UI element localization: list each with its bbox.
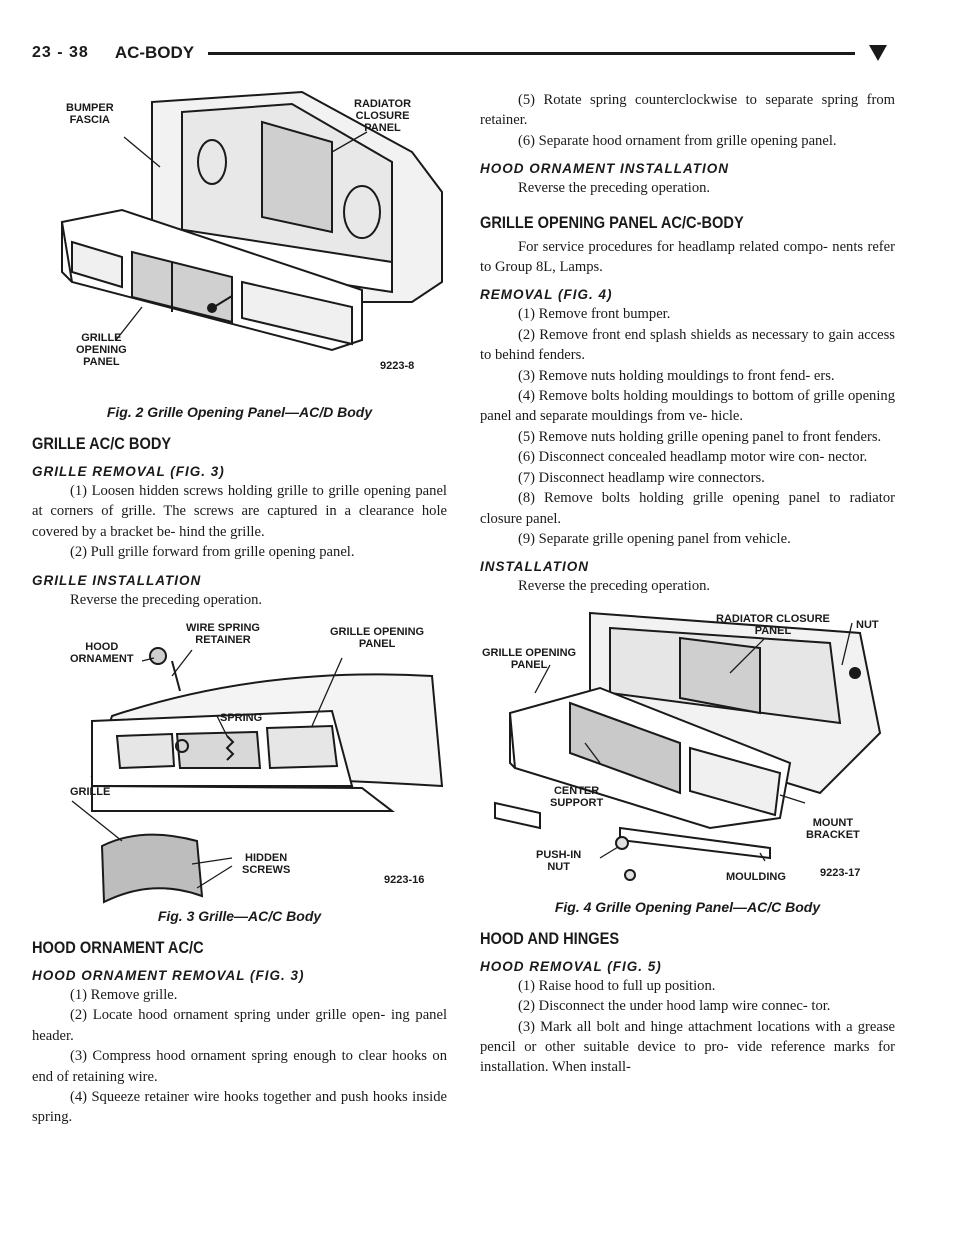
- hood-removal-step-3: (3) Mark all bolt and hinge attachment l…: [480, 1018, 895, 1076]
- fig3-illustration: [71, 647, 444, 904]
- grille-install-text: Reverse the preceding operation.: [70, 591, 263, 608]
- figure-4: RADIATOR CLOSURE PANEL NUT GRILLE OPENIN…: [480, 603, 895, 895]
- grille-label: GRILLE: [70, 786, 111, 799]
- chrysler-pentastar-icon: [869, 45, 887, 61]
- header-rule: [208, 51, 855, 55]
- grille-removal-step-1: (1) Loosen hidden screws holding grille …: [32, 483, 447, 540]
- wire-spring-retainer-label: WIRE SPRING RETAINER: [186, 622, 260, 647]
- installation-text: Reverse the preceding operation.: [518, 578, 711, 595]
- grille-opening-panel-label: GRILLE OPENING PANEL: [330, 626, 425, 651]
- grille-opening-panel-intro: For service procedures for headlamp rela…: [480, 238, 895, 276]
- spring-label: SPRING: [220, 712, 263, 725]
- removal-step-9: (9) Separate grille opening panel from v…: [518, 530, 791, 547]
- mount-bracket-label: MOUNT BRACKET: [806, 816, 860, 841]
- right-column: (5) Rotate spring counterclockwise to se…: [480, 90, 895, 1078]
- grille-removal-heading: GRILLE REMOVAL (FIG. 3): [32, 464, 225, 479]
- fig4-illustration: [494, 611, 882, 881]
- figure-3: HOOD ORNAMENT WIRE SPRING RETAINER GRILL…: [32, 616, 447, 904]
- figure-2: BUMPER FASCIA RADIATOR CLOSURE PANEL GRI…: [32, 82, 447, 400]
- installation-heading: INSTALLATION: [480, 559, 589, 575]
- hood-ornament-removal-step-2: (2) Locate hood ornament spring under gr…: [32, 1007, 447, 1044]
- hood-ornament-removal-step-4: (4) Squeeze retainer wire hooks together…: [32, 1089, 447, 1126]
- hood-removal-step-2: (2) Disconnect the under hood lamp wire …: [518, 998, 831, 1015]
- center-support-label: CENTER SUPPORT: [550, 784, 604, 809]
- removal-step-8: (8) Remove bolts holding grille opening …: [480, 490, 895, 527]
- hood-ornament-label: HOOD ORNAMENT: [70, 641, 134, 666]
- hood-removal-heading: HOOD REMOVAL (FIG. 5): [480, 958, 662, 974]
- removal-step-7: (7) Disconnect headlamp wire connectors.: [518, 469, 765, 486]
- fig2-illustration: [60, 90, 443, 352]
- section-title: AC-BODY: [114, 43, 195, 62]
- hood-ornament-install-heading: HOOD ORNAMENT INSTALLATION: [480, 161, 729, 177]
- grille-heading: GRILLE AC/C BODY: [32, 434, 172, 453]
- removal-step-1: (1) Remove front bumper.: [518, 306, 671, 323]
- hood-ornament-removal-heading: HOOD ORNAMENT REMOVAL (FIG. 3): [32, 968, 305, 984]
- moulding-label: MOULDING: [726, 870, 786, 883]
- grille-removal-step-2: (2) Pull grille forward from grille open…: [70, 544, 355, 561]
- radiator-closure-label: RADIATOR CLOSURE PANEL: [354, 98, 412, 134]
- grille-opening-panel-label: GRILLE OPENING PANEL: [76, 332, 127, 368]
- removal-step-5: (5) Remove nuts holding grille opening p…: [518, 428, 882, 445]
- fig4-code: 9223-17: [820, 866, 861, 879]
- fig3-code: 9223-16: [384, 874, 425, 887]
- hood-ornament-install-text: Reverse the preceding operation.: [518, 180, 711, 197]
- nut-label: NUT: [856, 618, 879, 631]
- hood-ornament-heading: HOOD ORNAMENT AC/C: [32, 938, 204, 958]
- removal-step-6: (6) Disconnect concealed headlamp motor …: [518, 449, 868, 466]
- fig2-caption: Fig. 2 Grille Opening Panel—AC/D Body: [106, 404, 373, 420]
- push-in-nut-label: PUSH-IN NUT: [536, 848, 582, 873]
- fig3-caption: Fig. 3 Grille—AC/C Body: [157, 908, 322, 925]
- removal-heading: REMOVAL (FIG. 4): [480, 287, 613, 303]
- page-number: 23 - 38: [32, 44, 89, 61]
- grille-install-heading: GRILLE INSTALLATION: [32, 572, 202, 588]
- hood-hinges-heading: HOOD AND HINGES: [480, 928, 620, 948]
- hidden-screws-label: HIDDEN SCREWS: [242, 852, 291, 877]
- fig2-code: 9223-8: [380, 360, 415, 372]
- grille-opening-panel-label: GRILLE OPENING PANEL: [482, 646, 577, 671]
- grille-opening-panel-heading: GRILLE OPENING PANEL AC/C-BODY: [480, 212, 744, 232]
- radiator-closure-panel-label: RADIATOR CLOSURE PANEL: [716, 612, 830, 637]
- hood-removal-step-1: (1) Raise hood to full up position.: [518, 977, 716, 994]
- hood-ornament-removal-step-1: (1) Remove grille.: [70, 987, 178, 1004]
- hood-ornament-removal-step-3: (3) Compress hood ornament spring enough…: [32, 1048, 447, 1085]
- bumper-fascia-label: BUMPER FASCIA: [66, 102, 114, 126]
- removal-step-2: (2) Remove front end splash shields as n…: [480, 326, 895, 364]
- removal-step-4: (4) Remove bolts holding mouldings to bo…: [480, 388, 895, 425]
- page-header: 23 - 38 AC-BODY: [32, 40, 887, 66]
- ornament-removal-step-6: (6) Separate hood ornament from grille o…: [518, 132, 837, 149]
- fig4-caption: Fig. 4 Grille Opening Panel—AC/C Body: [554, 898, 821, 915]
- removal-step-3: (3) Remove nuts holding mouldings to fro…: [518, 367, 835, 384]
- left-column: BUMPER FASCIA RADIATOR CLOSURE PANEL GRI…: [32, 82, 447, 1128]
- ornament-removal-step-5: (5) Rotate spring counterclockwise to se…: [480, 92, 895, 129]
